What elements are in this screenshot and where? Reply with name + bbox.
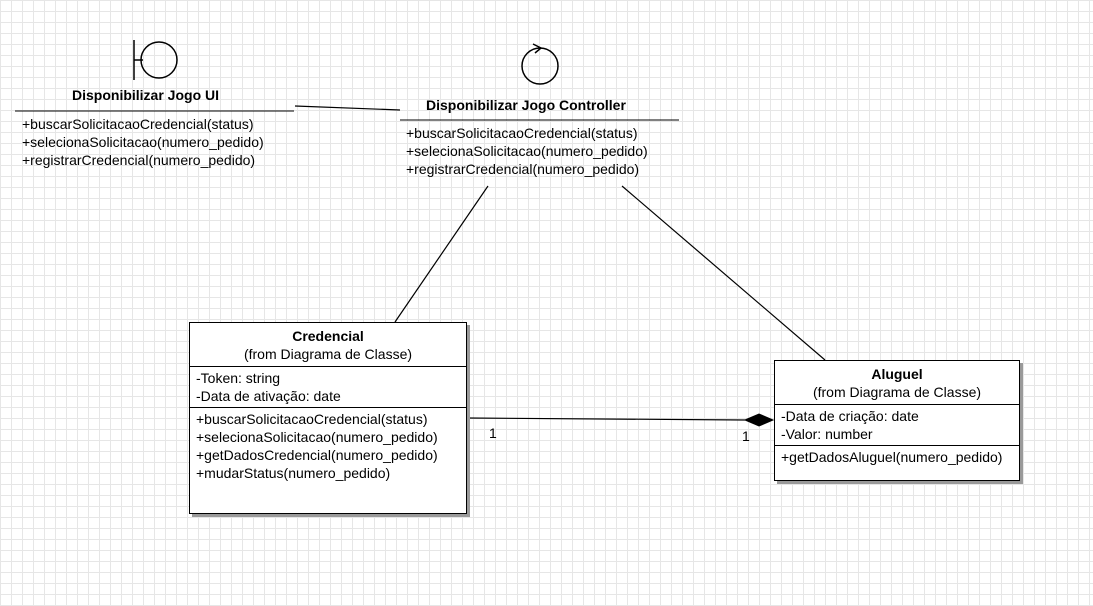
boundary-op[interactable]: +registrarCredencial(numero_pedido) (22, 152, 256, 168)
class-attribute[interactable]: -Valor: number (781, 426, 873, 442)
association-controller-credencial[interactable] (394, 185, 489, 323)
class-operation[interactable]: +getDadosCredencial(numero_pedido) (196, 447, 438, 463)
class-name: Credencial (292, 328, 364, 344)
controller-op[interactable]: +selecionaSolicitacao(numero_pedido) (406, 143, 648, 159)
class-operation[interactable]: +getDadosAluguel(numero_pedido) (781, 449, 1003, 465)
class-attribute[interactable]: -Data de ativação: date (196, 388, 341, 404)
boundary-icon[interactable] (133, 40, 178, 80)
boundary-op[interactable]: +buscarSolicitacaoCredencial(status) (22, 116, 254, 132)
class-name: Aluguel (871, 366, 923, 382)
controller-operations: +buscarSolicitacaoCredencial(status) +se… (406, 124, 648, 178)
controller-name[interactable]: Disponibilizar Jogo Controller (426, 97, 626, 113)
boundary-op[interactable]: +selecionaSolicitacao(numero_pedido) (22, 134, 264, 150)
class-operations: +buscarSolicitacaoCredencial(status) +se… (190, 408, 466, 500)
class-operation[interactable]: +mudarStatus(numero_pedido) (196, 465, 391, 481)
class-attributes: -Data de criação: date -Valor: number (775, 405, 1019, 446)
multiplicity-aluguel: 1 (742, 428, 750, 444)
control-icon[interactable] (521, 43, 559, 85)
class-operations: +getDadosAluguel(numero_pedido) (775, 446, 1019, 468)
class-origin: (from Diagrama de Classe) (243, 346, 413, 362)
class-attribute[interactable]: -Token: string (196, 370, 281, 386)
class-operation[interactable]: +buscarSolicitacaoCredencial(status) (196, 411, 428, 427)
multiplicity-credencial: 1 (489, 425, 497, 441)
controller-op[interactable]: +registrarCredencial(numero_pedido) (406, 161, 640, 177)
boundary-operations: +buscarSolicitacaoCredencial(status) +se… (22, 115, 264, 169)
controller-op[interactable]: +buscarSolicitacaoCredencial(status) (406, 125, 638, 141)
class-attribute[interactable]: -Data de criação: date (781, 408, 919, 424)
class-aluguel[interactable]: Aluguel (from Diagrama de Classe) -Data … (774, 360, 1020, 481)
class-header: Aluguel (from Diagrama de Classe) (775, 361, 1019, 405)
association-ui-controller[interactable] (294, 105, 401, 111)
class-credencial[interactable]: Credencial (from Diagrama de Classe) -To… (189, 322, 467, 514)
class-header: Credencial (from Diagrama de Classe) (190, 323, 466, 367)
association-controller-aluguel[interactable] (621, 185, 826, 361)
composition-diamond (743, 413, 775, 427)
class-operation[interactable]: +selecionaSolicitacao(numero_pedido) (196, 429, 438, 445)
class-origin: (from Diagrama de Classe) (812, 384, 982, 400)
boundary-name[interactable]: Disponibilizar Jogo UI (72, 87, 220, 103)
composition-credencial-aluguel[interactable] (466, 417, 746, 421)
class-attributes: -Token: string -Data de ativação: date (190, 367, 466, 408)
